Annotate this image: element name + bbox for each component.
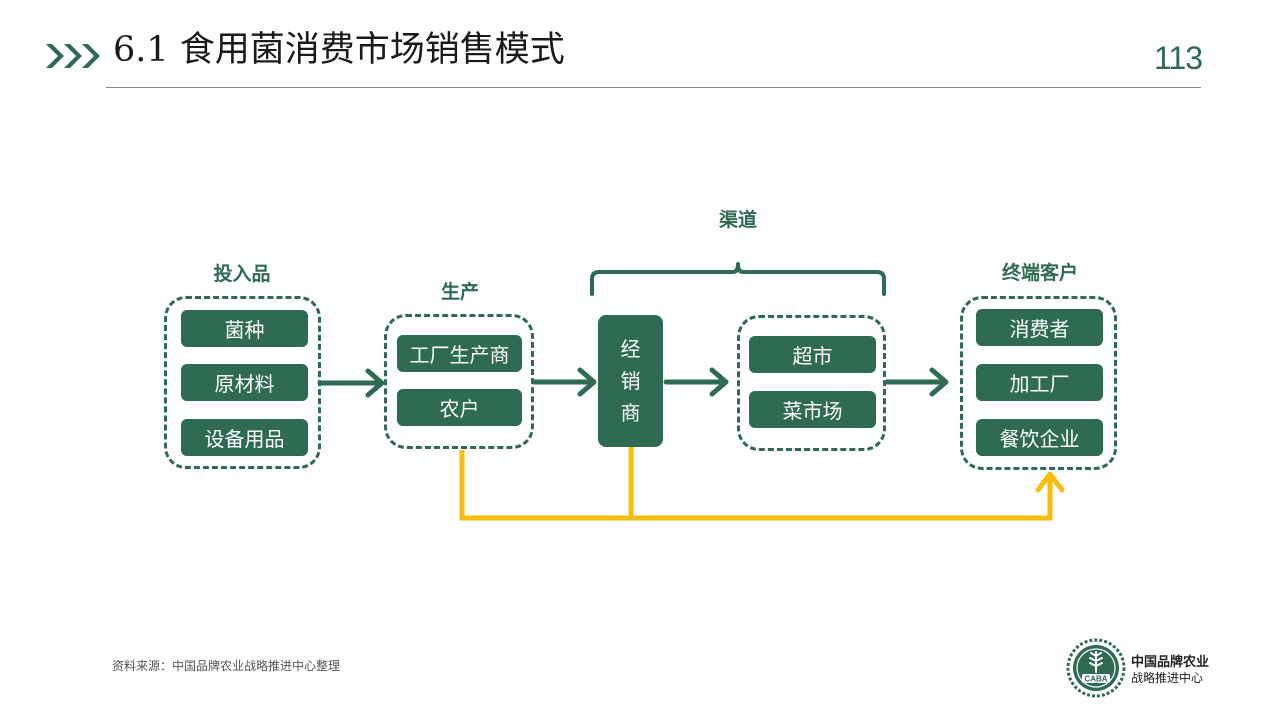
page-title: 6.1 食用菌消费市场销售模式 [113, 30, 565, 70]
node-consumers: 消费者 [976, 309, 1103, 346]
logo-mark-text: CABA [1084, 675, 1107, 684]
node-processing-plant: 加工厂 [976, 364, 1103, 401]
node-wet-market: 菜市场 [749, 391, 876, 428]
node-spawn: 菌种 [181, 310, 308, 347]
arrow-distributor-to-retail [663, 367, 729, 397]
node-supermarket: 超市 [749, 336, 876, 373]
logo-org-name: 中国品牌农业 [1131, 655, 1210, 670]
node-farmer: 农户 [397, 389, 522, 426]
direct-supply-line [459, 447, 1065, 521]
distributor-char-3: 商 [620, 401, 641, 425]
node-equipment: 设备用品 [181, 419, 308, 456]
arrow-inputs-to-production [317, 368, 385, 398]
end-customers-label: 终端客户 [1001, 262, 1078, 284]
inputs-label: 投入品 [213, 263, 271, 285]
distributor-char-1: 经 [620, 337, 641, 361]
production-label: 生产 [440, 281, 479, 303]
node-catering: 餐饮企业 [976, 419, 1103, 456]
source-note: 资料来源：中国品牌农业战略推进中心整理 [112, 659, 341, 673]
production-group [384, 314, 534, 449]
retail-group [737, 315, 886, 451]
node-distributor: 经 销 商 [598, 315, 663, 447]
arrow-production-to-distributor [531, 367, 597, 397]
caba-logo-icon: CABA [1066, 638, 1126, 698]
arrow-retail-to-customers [884, 367, 949, 397]
node-raw-materials: 原材料 [181, 364, 308, 401]
logo-org-subtitle: 战略推进中心 [1131, 671, 1204, 685]
page-number: 113 [1153, 40, 1203, 76]
header-divider [106, 87, 1201, 88]
distributor-char-2: 销 [620, 369, 641, 393]
channel-label: 渠道 [718, 209, 757, 231]
channel-brace [590, 262, 886, 296]
inputs-group [164, 296, 321, 469]
node-factory-producer: 工厂生产商 [397, 335, 522, 372]
chevrons-icon [46, 44, 100, 68]
end-customers-group [960, 296, 1117, 470]
